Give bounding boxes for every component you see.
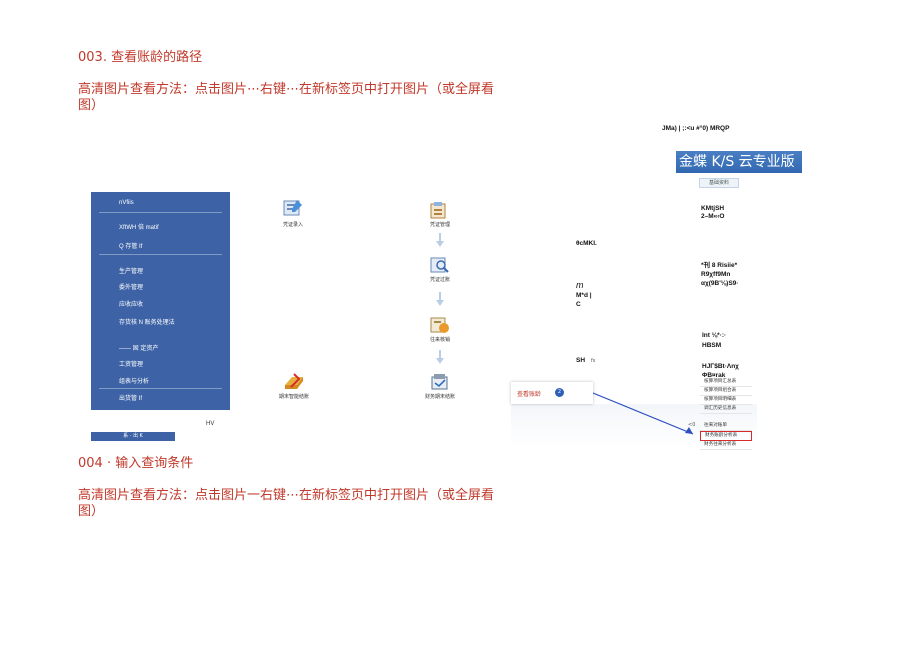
- period-end-smart-icon[interactable]: [283, 373, 305, 395]
- menu-item-4[interactable]: 调汇历史信息表: [700, 405, 752, 414]
- label-f-small: fs: [591, 358, 596, 364]
- nav-item-4[interactable]: 生产管理: [119, 269, 144, 275]
- step-badge: 2: [555, 388, 564, 397]
- nav-divider: [99, 388, 222, 389]
- top-caption: JMa) | ;:<u #°0) MRQP: [662, 125, 730, 132]
- nav-divider: [99, 254, 222, 255]
- basic-data-tab[interactable]: 基础资料: [699, 178, 739, 188]
- label-f: SH: [576, 357, 586, 364]
- panel-footer-text: HV: [206, 421, 215, 427]
- instruction-text-1: 高清图片查看方法：点击图片⋯右键⋯在新标签页中打开图片（或全屏看图）: [78, 82, 495, 113]
- flow-label-reconciliation: 往来核销: [429, 337, 450, 343]
- voucher-posting-icon[interactable]: [429, 256, 451, 278]
- arrow-down-icon: [436, 292, 444, 306]
- label-e1: Int ⅛*·:·: [702, 332, 727, 339]
- menu-item-2[interactable]: 核算项目组合表: [700, 387, 752, 396]
- label-d3: C: [576, 301, 581, 308]
- menu-item-5[interactable]: 往来对账单: [700, 422, 752, 431]
- label-g2: ΦB¤rak: [702, 372, 726, 379]
- label-a2: 2–M«‹O: [701, 213, 725, 220]
- label-g1: HJΓ$Bt·Λnχ: [702, 363, 739, 370]
- menu-item-7[interactable]: 财务往来分析表: [700, 441, 752, 450]
- label-d2: M*d |: [576, 292, 592, 299]
- view-aging-popup: 查看账龄 2: [511, 382, 593, 404]
- voucher-manage-icon[interactable]: [428, 201, 450, 223]
- flow-label-voucher-manage: 凭证管理: [429, 222, 450, 228]
- label-b: θcMKI.: [576, 240, 597, 247]
- label-d1: m: [576, 280, 584, 290]
- flow-label-period-end-close: 财务期末结账: [424, 394, 455, 400]
- arrow-down-icon: [436, 350, 444, 364]
- nav-item-8[interactable]: —— 固 定资产: [119, 346, 159, 352]
- reconciliation-icon[interactable]: [429, 316, 451, 338]
- nav-item-2[interactable]: XftWH 倍 matif: [119, 225, 159, 231]
- label-c1: *刊 8 Risiie*: [701, 262, 738, 269]
- period-end-close-icon[interactable]: [429, 373, 451, 395]
- menu-item-1[interactable]: 核算项目汇总表: [700, 378, 752, 387]
- label-c2: R9χff9Mn: [701, 271, 731, 278]
- flow-label-voucher-posting: 凭证过账: [429, 277, 450, 283]
- section-heading-004: 004 · 输入查询条件: [78, 456, 194, 471]
- nav-item-10[interactable]: 组表与分析: [119, 379, 150, 385]
- side-mark: <0: [688, 422, 696, 428]
- arrow-down-icon: [436, 233, 444, 247]
- label-e2: HBSM: [702, 342, 722, 349]
- nav-item-6[interactable]: 应收应收: [119, 302, 144, 308]
- nav-item-1[interactable]: nVfiis: [119, 200, 134, 206]
- voucher-entry-icon[interactable]: [282, 199, 304, 221]
- label-c3: αχ(9B'⅛)S9·: [701, 280, 739, 287]
- nav-item-9[interactable]: 工资管理: [119, 362, 144, 368]
- nav-item-11[interactable]: 出货管 If: [119, 396, 143, 402]
- product-banner: 金蝶 K/S 云专业版: [676, 151, 802, 173]
- pointer-arrow-icon: [593, 392, 694, 435]
- nav-item-3[interactable]: Q 存管 If: [119, 244, 143, 250]
- label-a1: KMtjSH: [701, 205, 725, 212]
- nav-divider: [99, 212, 222, 213]
- nav-item-7[interactable]: 存货核 N 账务处理法: [119, 320, 175, 326]
- instruction-text-2: 高清图片查看方法：点击图片一右键⋯在新标签页中打开图片（或全屏看图）: [78, 488, 495, 519]
- nav-panel: nVfiis XftWH 倍 matif Q 存管 If 生产管理 委外管理 应…: [91, 192, 230, 410]
- flow-label-period-end-smart: 期末智能结账: [278, 394, 309, 400]
- report-menu: 核算项目汇总表 核算项目组合表 核算项目明细表 调汇历史信息表 往来对账单 财务…: [700, 378, 752, 450]
- nav-item-5[interactable]: 委外管理: [119, 285, 144, 291]
- popup-text: 查看账龄: [517, 391, 542, 398]
- flow-label-voucher-entry: 凭证录入: [282, 222, 303, 228]
- menu-item-3[interactable]: 核算项目明细表: [700, 396, 752, 405]
- nav-tab[interactable]: 系 · 出 K: [91, 432, 175, 441]
- menu-item-aging-analysis[interactable]: 财务账龄分析表: [700, 431, 752, 441]
- section-heading-003: 003. 查看账龄的路径: [78, 50, 203, 65]
